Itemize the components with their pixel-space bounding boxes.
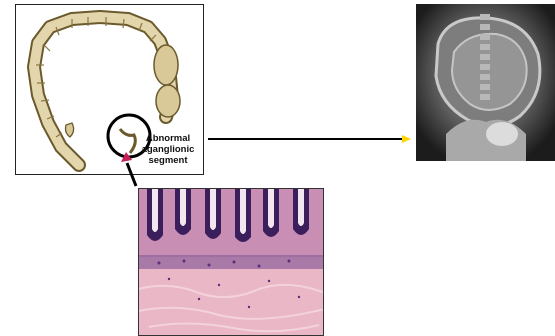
arrowhead-to-xray xyxy=(402,135,411,143)
arrowhead-to-colon xyxy=(121,152,132,162)
connector-line-to-histology xyxy=(127,163,136,186)
